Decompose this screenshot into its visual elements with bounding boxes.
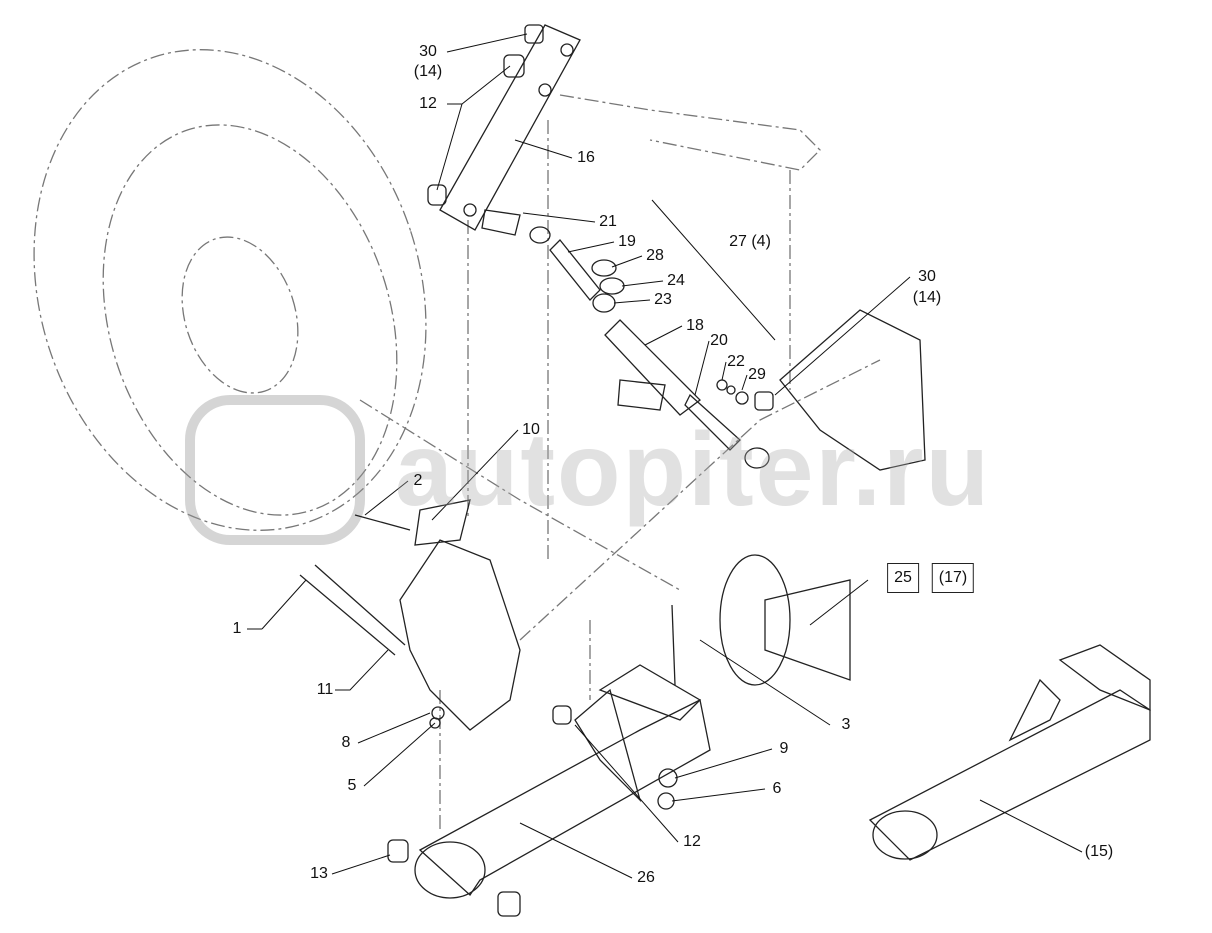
link-bar-16 — [439, 24, 581, 231]
callout-6: 6 — [772, 780, 782, 797]
axle-bracket — [779, 309, 926, 471]
callout-14: (14) — [912, 289, 942, 306]
callout-9: 9 — [779, 740, 789, 757]
callout-19: 19 — [618, 233, 636, 250]
callout-15: (15) — [1084, 843, 1114, 860]
callout-12: 12 — [683, 833, 701, 850]
callout-30: 30 — [918, 268, 936, 285]
arm-26 — [418, 699, 711, 896]
callout-21: 21 — [599, 213, 617, 230]
callout-11: 11 — [316, 681, 334, 698]
hub-disc — [719, 554, 791, 686]
arm-15 — [868, 689, 1151, 861]
callout-2: 2 — [413, 472, 423, 489]
leader-lines — [247, 33, 1083, 879]
callout-12: 12 — [419, 95, 437, 112]
callout-10: 10 — [522, 421, 540, 438]
callout-8: 8 — [341, 734, 351, 751]
frame-bracket — [399, 539, 521, 731]
callout-18: 18 — [686, 317, 704, 334]
callout-3: 3 — [841, 716, 851, 733]
callout-28: 28 — [646, 247, 664, 264]
callout-30: 30 — [419, 43, 437, 60]
callout-26: 26 — [637, 869, 655, 886]
callout-14: (14) — [413, 63, 443, 80]
phantom-lines — [359, 94, 881, 830]
callout-box-17: (17) — [931, 563, 975, 593]
callout-27: 27 (4) — [729, 233, 771, 250]
callout-16: 16 — [577, 149, 595, 166]
watermark-text: autopiter.ru — [395, 412, 992, 528]
callout-23: 23 — [654, 291, 672, 308]
callout-box-25: 25 — [887, 563, 919, 593]
callout-22: 22 — [727, 353, 745, 370]
callout-5: 5 — [347, 777, 357, 794]
callout-1: 1 — [232, 620, 242, 637]
callout-20: 20 — [710, 332, 728, 349]
wheel-phantom — [33, 49, 427, 531]
tube-18 — [604, 319, 701, 416]
callout-29: 29 — [748, 366, 766, 383]
watermark-logo — [185, 395, 365, 545]
callout-24: 24 — [667, 272, 685, 289]
callout-13: 13 — [310, 865, 328, 882]
